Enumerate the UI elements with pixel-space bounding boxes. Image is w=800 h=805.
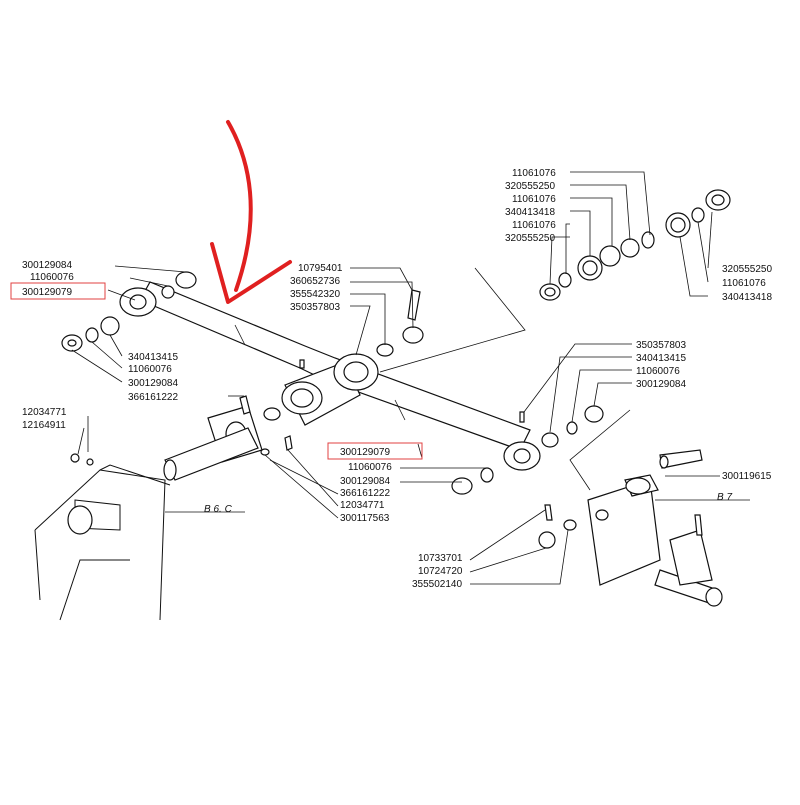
explode-guide-right (569, 409, 631, 491)
part-number-label: 366161222 (340, 488, 390, 499)
part-number-label: 340413418 (722, 292, 772, 303)
center-pivot-bushing (281, 343, 394, 415)
part-number-label: 11060076 (348, 462, 392, 473)
part-number-label: 300119615 (722, 471, 772, 482)
grease-nipples (299, 359, 525, 423)
highlight-box-lower (327, 442, 423, 460)
part-number-label: 320555250 (722, 264, 772, 275)
red-pointer-arrow (226, 120, 253, 292)
part-number-label: 300129084 (636, 379, 686, 390)
part-number-label: 11060076 (30, 272, 74, 283)
part-number-label: 300129079 (340, 447, 390, 458)
explode-guide-top (379, 267, 526, 373)
view-reference-right: B 7 (717, 492, 732, 503)
part-number-label: 11060076 (128, 364, 172, 375)
part-number-label: 360652736 (290, 276, 340, 287)
part-number-label: 11061076 (512, 168, 556, 179)
steering-knuckle (538, 449, 723, 607)
part-labels: 300129084 11060076 300129079 340413415 1… (22, 168, 772, 590)
part-number-label: 366161222 (128, 392, 178, 403)
highlight-box-upper (10, 282, 106, 300)
part-number-label: 300129079 (22, 287, 72, 298)
right-axle-eye (503, 441, 541, 471)
part-number-label: 300129084 (128, 378, 178, 389)
part-number-label: 340413418 (505, 207, 555, 218)
part-number-label: 11060076 (636, 366, 680, 377)
mounting-bracket (163, 395, 293, 481)
part-number-label: 320555250 (505, 233, 555, 244)
part-number-label: 12164911 (22, 420, 66, 431)
part-number-label: 300129084 (340, 476, 390, 487)
view-reference-left: B 6. C (204, 504, 233, 515)
part-number-label: 320555250 (505, 181, 555, 192)
part-number-label: 10733701 (418, 553, 463, 564)
chassis-front (34, 453, 171, 621)
part-number-label: 11061076 (512, 194, 556, 205)
part-number-label: 350357803 (290, 302, 340, 313)
right-bearing-assembly (539, 189, 731, 301)
part-number-label: 355502140 (412, 579, 462, 590)
part-number-label: 340413415 (128, 352, 178, 363)
part-number-label: 10795401 (298, 263, 343, 274)
pin-part (402, 289, 424, 344)
part-number-label: 350357803 (636, 340, 686, 351)
part-number-label: 355542320 (290, 289, 340, 300)
red-arrowhead (210, 242, 292, 304)
part-number-label: 10724720 (418, 566, 463, 577)
part-number-label: 300129084 (22, 260, 72, 271)
part-number-label: 340413415 (636, 353, 686, 364)
part-number-label: 300117563 (340, 513, 390, 524)
part-number-label: 11061076 (512, 220, 556, 231)
left-axle-eye (119, 287, 157, 317)
leader-lines (71, 171, 750, 585)
part-number-label: 12034771 (340, 500, 385, 511)
part-number-label: 11061076 (722, 278, 766, 289)
part-number-label: 12034771 (22, 407, 67, 418)
